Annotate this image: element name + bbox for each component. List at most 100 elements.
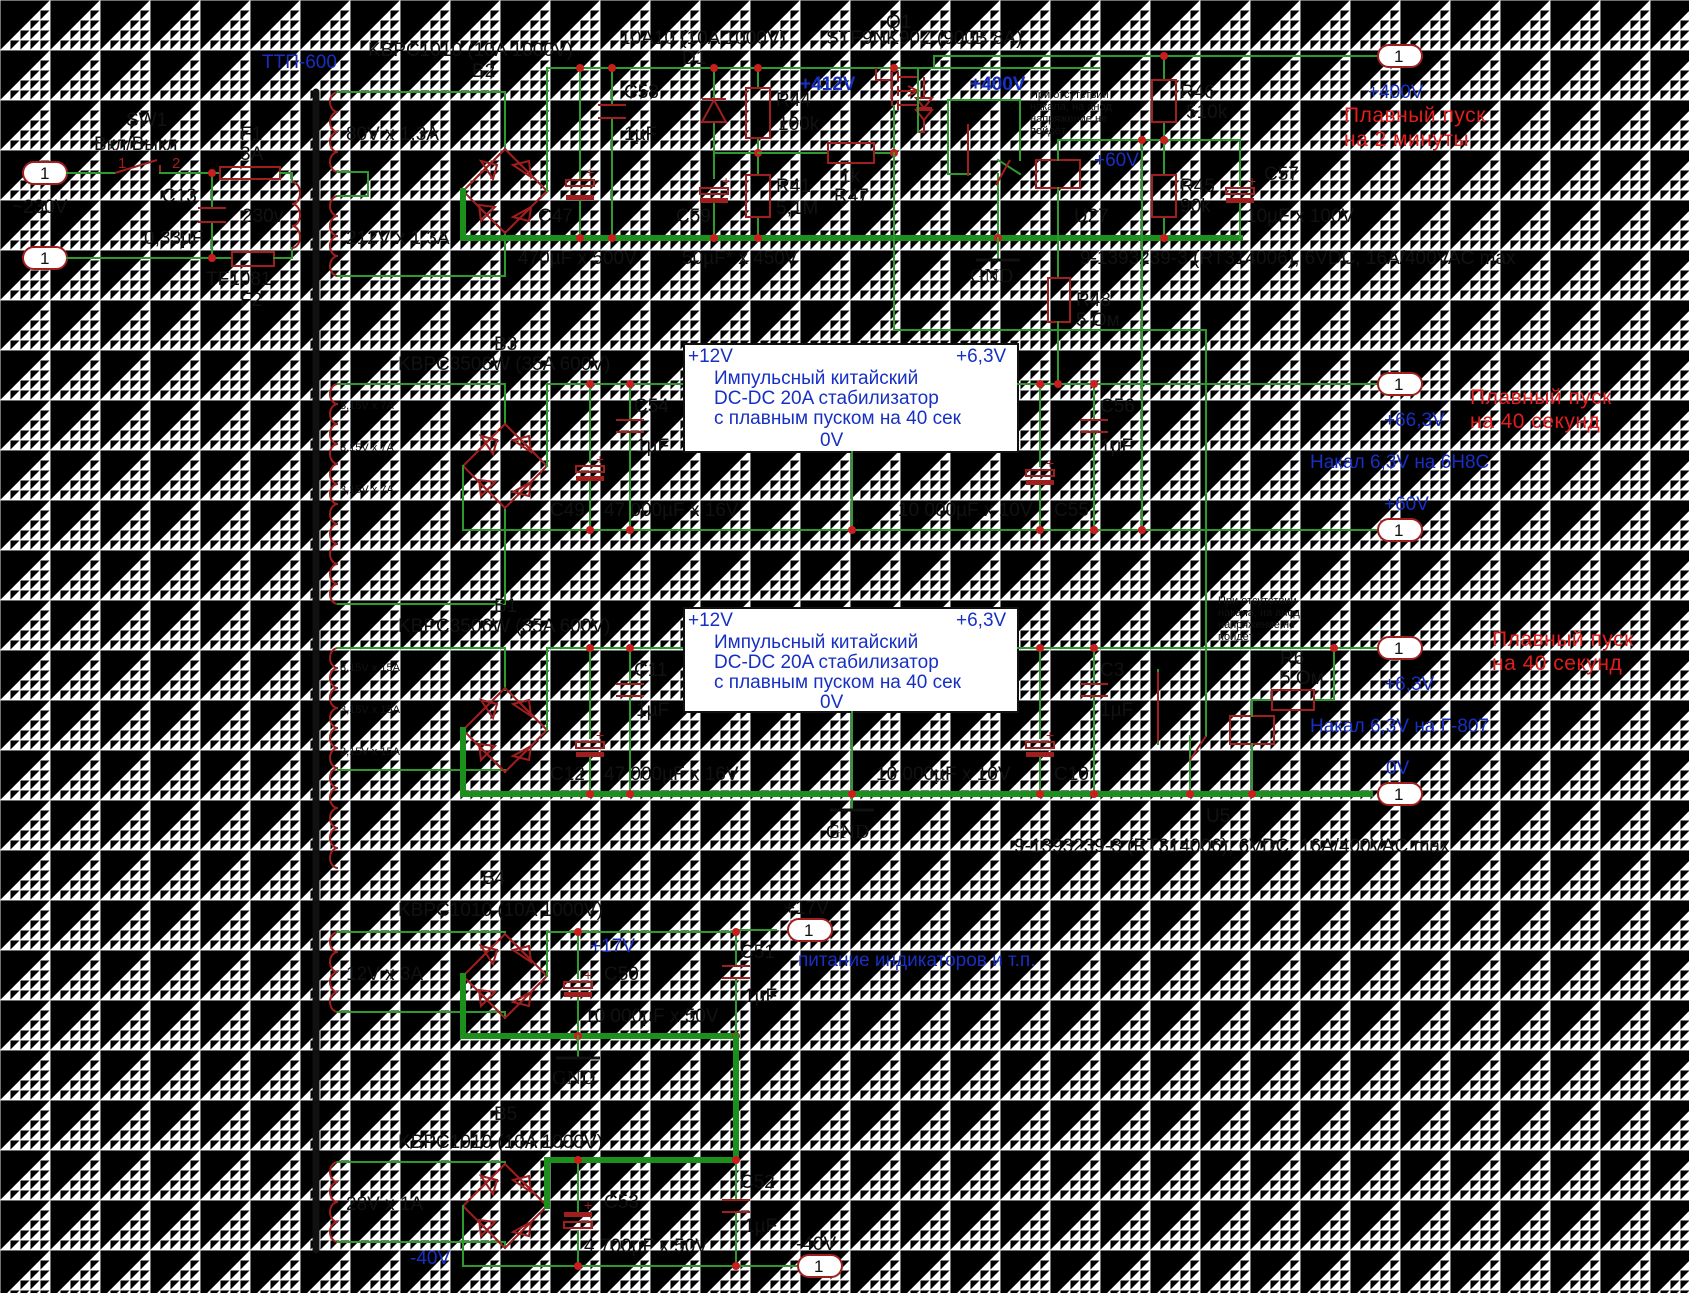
resistor-r44 [745,87,771,139]
h1-output-voltage-2: +60V [1384,494,1429,515]
b1-ref: B1 [494,596,517,617]
u5-ref: U5 [1206,806,1230,827]
c54-value: 1µF [636,436,669,457]
svg-text:+: + [1046,455,1054,471]
svg-text:+: + [584,967,592,983]
aux40-rail-label: -40V [410,1248,450,1269]
r45-value: 90k [1180,196,1211,217]
c51-value: 1µF [744,986,777,1007]
c47-value: 470µF x 500V [518,248,637,269]
b5-ref: B5 [494,1104,517,1125]
r46-ref: R46 [1180,82,1215,103]
h2-output-voltage-2: 0V [1386,758,1410,779]
q1-part: STF9NK90Z (900В 8А) [826,28,1022,49]
r48-ref: R48 [1076,290,1111,311]
f1-value: 3A [240,144,264,165]
relay-u5-part: 9-1393239-3 (RT314006), 6VDC, 16A/400VAC… [1014,836,1450,857]
r6-ref: R6 [1280,648,1304,669]
c47-ref: C47 [538,206,573,227]
sw1-pin2: 2 [172,155,180,172]
primary-circuit: 1 1 ~230V 1 2 SW1 Вкл/Выкл F1 3A TF1081 … [12,110,301,311]
svg-text:1: 1 [1394,785,1403,804]
resistor-r47 [827,142,875,164]
sw1-ref: SW1 [126,110,167,131]
c11-ref: C11 [634,660,667,681]
dcdc1-gnd: 0V [820,430,844,451]
hv-output-voltage: +400V [1368,82,1424,103]
b3-part: KBPC3506W (35A 600V) [398,354,610,375]
c3-value: 1µF [1100,700,1133,721]
svg-text:на 40 секунд: на 40 секунд [1470,410,1600,433]
c50-ref: C50 [604,964,639,985]
svg-text:+: + [722,173,730,189]
h1-output-voltage-1: +66,3V [1384,410,1445,431]
dcdc2-gnd: 0V [820,692,844,713]
aux17-note: питание индикаторов и т.п. [798,950,1036,971]
resistor-r41 [745,174,771,218]
c57-value: 10µF x 100V [1246,206,1354,227]
aux17-winding: 12V x 3A [346,964,423,985]
r44-ref: R44 [776,90,811,111]
svg-text:+: + [584,1197,592,1213]
h2-output-voltage-1: +6,3V [1384,674,1435,695]
c52-ref: C52 [740,1172,775,1193]
resistor-r6 [1271,689,1315,711]
note-h2-red: Плавный пуск на 40 секунд [1492,628,1634,675]
heater1-section: 3,15V x 7A 3,15V x 7A 3,15V x 7A B3 KBPC… [329,334,1612,605]
r48-value: 5 Ом [1076,310,1120,331]
svg-text:1: 1 [1394,47,1403,66]
aux40-winding: 28V x 1A [346,1194,423,1215]
dcdc1-desc-3: с плавным пуском на 40 сек [714,408,962,429]
v60-label: +60V [1094,150,1139,171]
c51-ref: C51 [740,942,775,963]
c55-value: 10 000µF x 10V [898,500,1033,521]
h1-winding-2: 3,15V x 7A [340,442,394,454]
svg-text:1: 1 [1394,639,1403,658]
b2-ref: B2 [472,61,495,82]
aux40-output-voltage: -40V [796,1234,836,1255]
r41-value: 5,1M [776,198,818,219]
svg-text:напряжение не: напряжение не [1218,619,1295,631]
b4-part: KBPC1010 (10A 1000V) [398,900,603,921]
c55-ref: C55 [1054,500,1089,521]
c49-value: 47 000µF x 16V [604,500,739,521]
svg-text:на 40 секунд: на 40 секунд [1492,652,1622,675]
svg-text:1: 1 [1394,521,1403,540]
svg-text:Плавный пуск: Плавный пуск [1470,386,1612,409]
r44-value: 100k [778,114,820,135]
f2-part: TF1081 [206,269,271,290]
aux17-output-voltage: +17V [784,898,829,919]
aux17-rail-label: +17V [590,936,635,957]
h2-winding-3: 3,15V x 15A [340,746,401,758]
note-h2-small: При отсутствии накала, на анод напряжени… [1218,595,1300,643]
c57-ref: C57 [1264,164,1299,185]
note-h1-red: Плавный пуск на 40 секунд [1470,386,1612,433]
u27-ref: U27 [1074,206,1109,227]
c10-value: 10 000µF x 10V [876,764,1011,785]
f2-ref: F2 [240,290,262,311]
h2-winding-1: 3,15V x 15A [340,662,401,674]
r47-ref: R47 [834,186,869,207]
c10-ref: C10 [1054,764,1089,785]
dcdc2-desc-1: Импульсный китайский [714,632,918,653]
svg-text:накала, на анод: накала, на анод [1218,607,1300,619]
dcdc-module-1 [683,343,1019,453]
c56-ref: C56 [1100,396,1135,417]
dcdc-module-2 [683,607,1019,713]
c59-ref: C59 [676,206,711,227]
c13-ref: C13 [162,186,197,207]
h2-note: Накал 6,3V на Г-807 [1310,716,1489,737]
svg-text:пойдёт: пойдёт [1030,125,1066,137]
svg-text:+: + [1046,727,1054,743]
svg-text:При отсутствии: При отсутствии [1218,595,1297,607]
f1-ref: F1 [240,124,262,145]
r6-value: 5 Ом [1280,668,1324,689]
resistor-r45 [1151,174,1177,218]
primary-voltage: 230v [242,206,284,227]
gnd-aux17: GND [552,1067,595,1089]
dcdc1-out: +6,3V [956,346,1007,367]
r41-ref: R41 [776,176,811,197]
note-hv-red: Плавный пуск на 2 минуты [1344,104,1486,151]
mains-port-2-label: 1 [40,249,49,268]
